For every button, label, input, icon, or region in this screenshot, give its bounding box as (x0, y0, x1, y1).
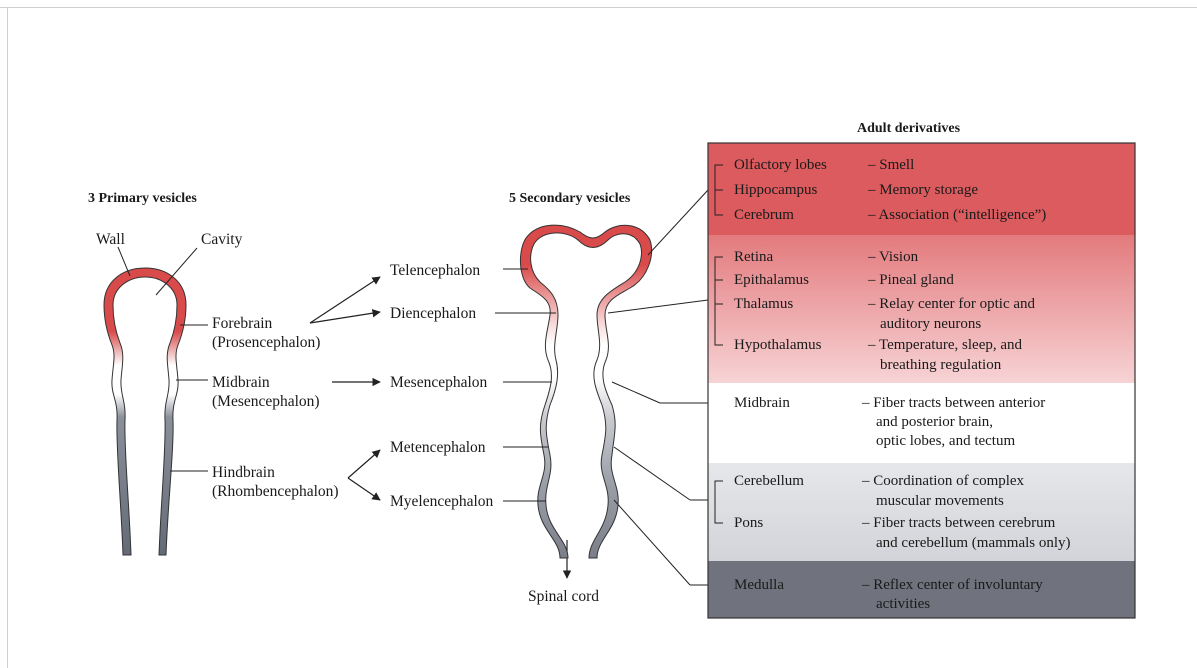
function-medulla: – Reflex center of involuntary (862, 576, 1043, 595)
label-myelencephalon: Myelencephalon (390, 492, 493, 511)
function-thalamus: – Relay center for optic and (868, 295, 1035, 314)
function-pons: – Fiber tracts between cerebrum (862, 514, 1055, 533)
heading-adult: Adult derivatives (857, 119, 960, 138)
structure-cerebellum: Cerebellum (734, 472, 804, 491)
function-midbrain-cont: and posterior brain, (876, 413, 993, 432)
label-cavity: Cavity (201, 230, 242, 249)
structure-hippocampus: Hippocampus (734, 181, 817, 200)
function-pons-cont: and cerebellum (mammals only) (876, 534, 1071, 553)
label-mesencephalon: Mesencephalon (390, 373, 487, 392)
structure-thalamus: Thalamus (734, 295, 793, 314)
structure-midbrain: Midbrain (734, 394, 790, 413)
label-mesencephalon-primary: (Mesencephalon) (212, 392, 320, 411)
function-cerebellum: – Coordination of complex (862, 472, 1024, 491)
function-hippocampus: – Memory storage (868, 181, 978, 200)
label-midbrain: Midbrain (212, 373, 270, 392)
structure-retina: Retina (734, 248, 773, 267)
function-epithalamus: – Pineal gland (868, 271, 954, 290)
label-rhombencephalon: (Rhombencephalon) (212, 482, 339, 501)
label-diencephalon: Diencephalon (390, 304, 476, 323)
structure-medulla: Medulla (734, 576, 784, 595)
label-wall: Wall (96, 230, 125, 249)
label-telencephalon: Telencephalon (390, 261, 480, 280)
function-olfactory-lobes: – Smell (868, 156, 914, 175)
secondary-vesicle-tube (520, 225, 651, 558)
function-cerebellum-cont: muscular movements (876, 492, 1004, 511)
structure-olfactory-lobes: Olfactory lobes (734, 156, 827, 175)
structure-cerebrum: Cerebrum (734, 206, 794, 225)
function-thalamus-cont: auditory neurons (880, 315, 981, 334)
function-hypothalamus: – Temperature, sleep, and (868, 336, 1022, 355)
label-spinal-cord: Spinal cord (528, 587, 599, 606)
structure-pons: Pons (734, 514, 763, 533)
function-midbrain: – Fiber tracts between anterior (862, 394, 1045, 413)
label-forebrain: Forebrain (212, 314, 272, 333)
function-medulla-cont: activities (876, 595, 930, 614)
function-retina: – Vision (868, 248, 918, 267)
function-midbrain-cont2: optic lobes, and tectum (876, 432, 1015, 451)
label-prosencephalon: (Prosencephalon) (212, 333, 320, 352)
primary-vesicle-tube (104, 268, 186, 555)
function-hypothalamus-cont: breathing regulation (880, 356, 1001, 375)
label-metencephalon: Metencephalon (390, 438, 486, 457)
structure-hypothalamus: Hypothalamus (734, 336, 822, 355)
structure-epithalamus: Epithalamus (734, 271, 809, 290)
label-hindbrain: Hindbrain (212, 463, 275, 482)
heading-secondary: 5 Secondary vesicles (509, 189, 630, 208)
function-cerebrum: – Association (“intelligence”) (868, 206, 1046, 225)
heading-primary: 3 Primary vesicles (88, 189, 197, 208)
